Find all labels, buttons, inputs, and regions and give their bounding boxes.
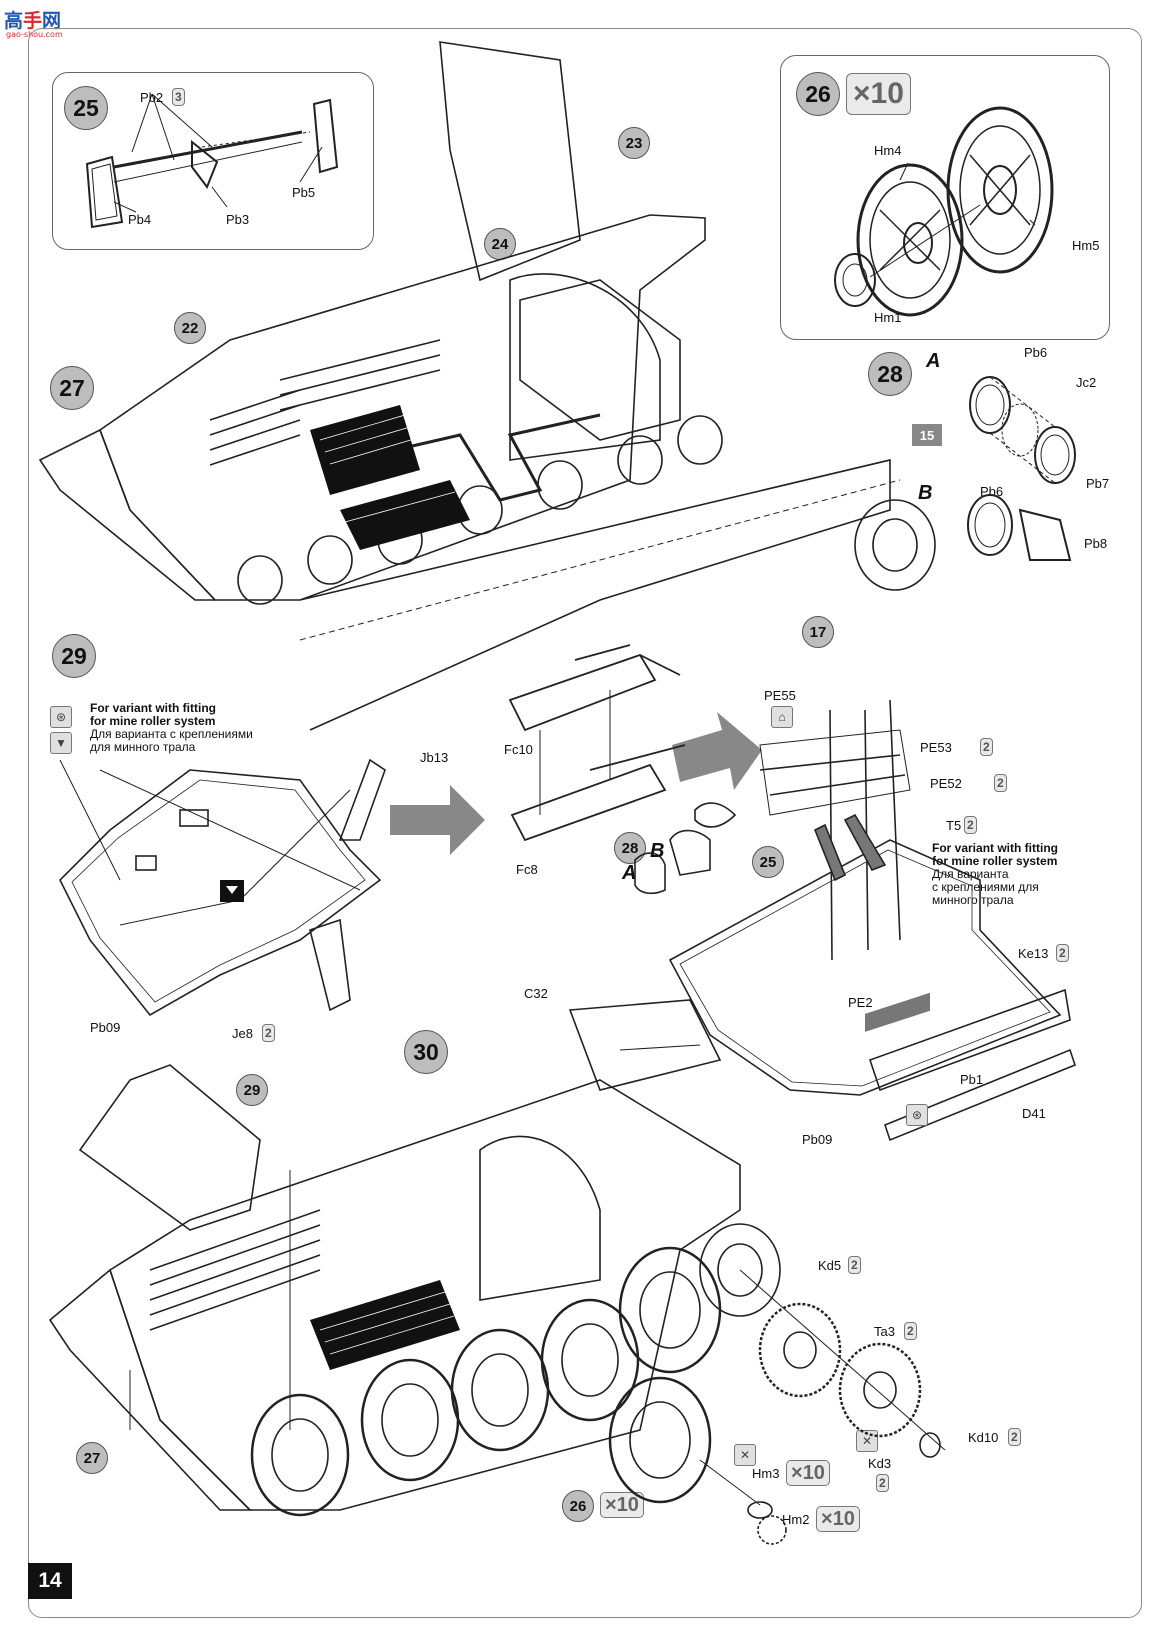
part-label-d41: D41 <box>1022 1106 1046 1121</box>
ref-step-27: 27 <box>76 1442 108 1474</box>
part-label-jc2: Jc2 <box>1076 375 1097 390</box>
step-27-badge: 27 <box>50 366 94 410</box>
qty-badge-pb2: 3 <box>172 88 185 106</box>
part-label-kd5: Kd5 <box>818 1258 842 1273</box>
step-26-wheel-drawing <box>834 106 1054 317</box>
hm3-glue-icon: ✕ <box>734 1444 756 1466</box>
step-29-floor-drawing <box>59 758 386 1017</box>
variant-b-label-28: B <box>918 482 933 504</box>
part-label-pb2: Pb2 <box>140 90 164 105</box>
part-label-fc10: Fc10 <box>504 742 533 757</box>
step-30-hull-drawing <box>48 999 946 1545</box>
step-25-badge: 25 <box>64 86 108 130</box>
qty-badge-ta3: 2 <box>904 1322 917 1340</box>
part-label-pe55: PE55 <box>764 688 796 703</box>
part-label-pe2: PE2 <box>848 995 873 1010</box>
ref-part-17: 17 <box>802 616 834 648</box>
ref-step-25: 25 <box>752 846 784 878</box>
step-29-note-ru-2: для минного трала <box>90 740 196 754</box>
step-26-panel <box>780 55 1110 340</box>
mine-roller-variant-icon: ⊛ <box>50 706 72 728</box>
qty-badge-je8: 2 <box>262 1024 275 1042</box>
step-28-badge: 28 <box>868 352 912 396</box>
qty-value-step-26: 10 <box>870 77 904 110</box>
part-label-pb1: Pb1 <box>960 1072 984 1087</box>
step-27-hull-drawing <box>38 41 936 731</box>
assembly-note-ru-2: с креплениями для <box>932 880 1039 894</box>
part-label-hm1: Hm1 <box>874 310 902 325</box>
floor-assembly-drawing <box>634 699 1076 1142</box>
qty-badge-t5: 2 <box>964 816 977 834</box>
pe55-icon: ⌂ <box>771 706 793 728</box>
reference-tag-15: 15 <box>912 424 942 446</box>
part-label-hm4: Hm4 <box>874 143 902 158</box>
qty-value-ref-26: 10 <box>616 1494 639 1516</box>
part-label-pb3: Pb3 <box>226 212 250 227</box>
part-label-pb8: Pb8 <box>1084 536 1108 551</box>
d41-variant-icon: ⊛ <box>906 1104 928 1126</box>
step-25-drawing <box>85 93 339 229</box>
site-watermark: 高手网 <box>4 6 61 33</box>
part-label-pb4: Pb4 <box>128 212 152 227</box>
step-29-note-en-2: for mine roller system <box>90 714 216 728</box>
page-frame <box>28 28 1142 1618</box>
part-label-fc8: Fc8 <box>516 862 538 877</box>
part-label-kd3: Kd3 <box>868 1456 892 1471</box>
part-label-pb5: Pb5 <box>292 185 316 200</box>
qty-badge-pe52: 2 <box>994 774 1007 792</box>
fc-parts-drawing <box>508 644 686 842</box>
flow-arrow-1 <box>390 785 485 855</box>
part-label-pb7: Pb7 <box>1086 476 1110 491</box>
variant-a-label-assembly: A <box>622 862 637 884</box>
step-30-badge: 30 <box>404 1030 448 1074</box>
qty-badge-kd3: 2 <box>876 1474 889 1492</box>
qty-badge-kd5: 2 <box>848 1256 861 1274</box>
step-29-note-en-1: For variant with fitting <box>90 701 216 715</box>
step-28-drawing <box>967 376 1076 561</box>
ref-step-23: 23 <box>618 127 650 159</box>
part-label-jb13: Jb13 <box>420 750 449 765</box>
watermark-char-3: 网 <box>42 10 62 32</box>
part-label-hm5: Hm5 <box>1072 238 1100 253</box>
qty-badge-hm3: ×10 <box>786 1460 830 1486</box>
part-label-ke13: Ke13 <box>1018 946 1049 961</box>
step-29-note-ru-1: Для варианта с креплениями <box>90 727 253 741</box>
part-label-pb09-assembly: Pb09 <box>802 1132 833 1147</box>
ref-step-22: 22 <box>174 312 206 344</box>
assembly-note-en-2: for mine roller system <box>932 854 1058 868</box>
part-label-c32: C32 <box>524 986 548 1001</box>
part-label-kd10: Kd10 <box>968 1430 999 1445</box>
qty-badge-hm2: ×10 <box>816 1506 860 1532</box>
part-label-ta3: Ta3 <box>874 1324 895 1339</box>
assembly-note-en-1: For variant with fitting <box>932 841 1058 855</box>
part-label-hm2: Hm2 <box>782 1512 810 1527</box>
qty-badge-kd10: 2 <box>1008 1428 1021 1446</box>
qty-value-hm3: 10 <box>802 1462 825 1484</box>
page-number: 14 <box>28 1563 72 1599</box>
ref-step-26: 26 <box>562 1490 594 1522</box>
variant-a-label-28: A <box>926 350 941 372</box>
qty-badge-step-26: ×10 <box>846 73 911 115</box>
part-label-hm3: Hm3 <box>752 1466 780 1481</box>
part-label-pb6-a: Pb6 <box>1024 345 1048 360</box>
step-26-badge: 26 <box>796 72 840 116</box>
part-label-pe52: PE52 <box>930 776 962 791</box>
ref-step-24: 24 <box>484 228 516 260</box>
qty-value-hm2: 10 <box>832 1508 855 1530</box>
ref-step-28: 28 <box>614 832 646 864</box>
qty-badge-pe53: 2 <box>980 738 993 756</box>
part-label-je8: Je8 <box>232 1026 253 1041</box>
step-29-note: For variant with fitting for mine roller… <box>90 702 253 754</box>
flow-arrow-2 <box>672 712 762 790</box>
watermark-char-2: 手 <box>23 10 43 32</box>
watermark-char-1: 高 <box>4 10 24 32</box>
part-label-pb09-step29: Pb09 <box>90 1020 121 1035</box>
qty-badge-ke13: 2 <box>1056 944 1069 962</box>
mount-variant-icon: ▼ <box>50 732 72 754</box>
step-29-badge: 29 <box>52 634 96 678</box>
part-label-pe53: PE53 <box>920 740 952 755</box>
assembly-note-ru-3: минного трала <box>932 893 1014 907</box>
ref-step-29: 29 <box>236 1074 268 1106</box>
part-label-t5: T5 <box>946 818 962 833</box>
